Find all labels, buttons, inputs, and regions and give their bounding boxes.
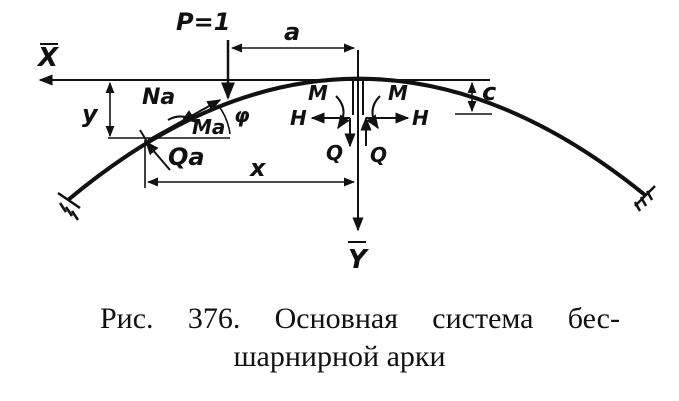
shear-force-a-label: Qa	[168, 143, 205, 171]
moment-left-label: M	[308, 81, 328, 105]
angle-phi-label: φ	[234, 103, 250, 127]
shear-right-label: Q	[370, 143, 387, 167]
caption-line-2: шарнирной арки	[233, 340, 446, 373]
y-axis-label: Y	[348, 245, 370, 275]
dimension-c-label: c	[482, 78, 496, 106]
moment-right-label: M	[388, 81, 408, 105]
caption-line-1: Рис. 376. Основная система бес-	[100, 302, 620, 335]
shear-left-label: Q	[326, 141, 343, 165]
arch-diagram: X Y P=1 a y x Na Ma φ Qa M H Q M H Q c	[36, 8, 656, 275]
right-fixed-support-icon	[633, 185, 656, 212]
moment-a-label: Ma	[192, 115, 225, 139]
dimension-y-label: y	[82, 100, 99, 128]
dimension-x-label: x	[249, 154, 267, 182]
moment-right-arrow	[366, 95, 381, 130]
dimension-a-label: a	[284, 18, 300, 46]
figure-caption: Рис. 376. Основная система бес- шарнирно…	[0, 300, 679, 376]
moment-left-arrow	[335, 95, 350, 130]
thrust-right-label: H	[412, 106, 429, 130]
moment-a-arrow	[167, 110, 198, 123]
thrust-left-label: H	[290, 106, 307, 130]
load-label: P=1	[176, 8, 230, 36]
left-fixed-support-icon	[57, 191, 81, 221]
normal-force-label: Na	[142, 85, 175, 110]
x-axis-label: X	[36, 43, 60, 73]
